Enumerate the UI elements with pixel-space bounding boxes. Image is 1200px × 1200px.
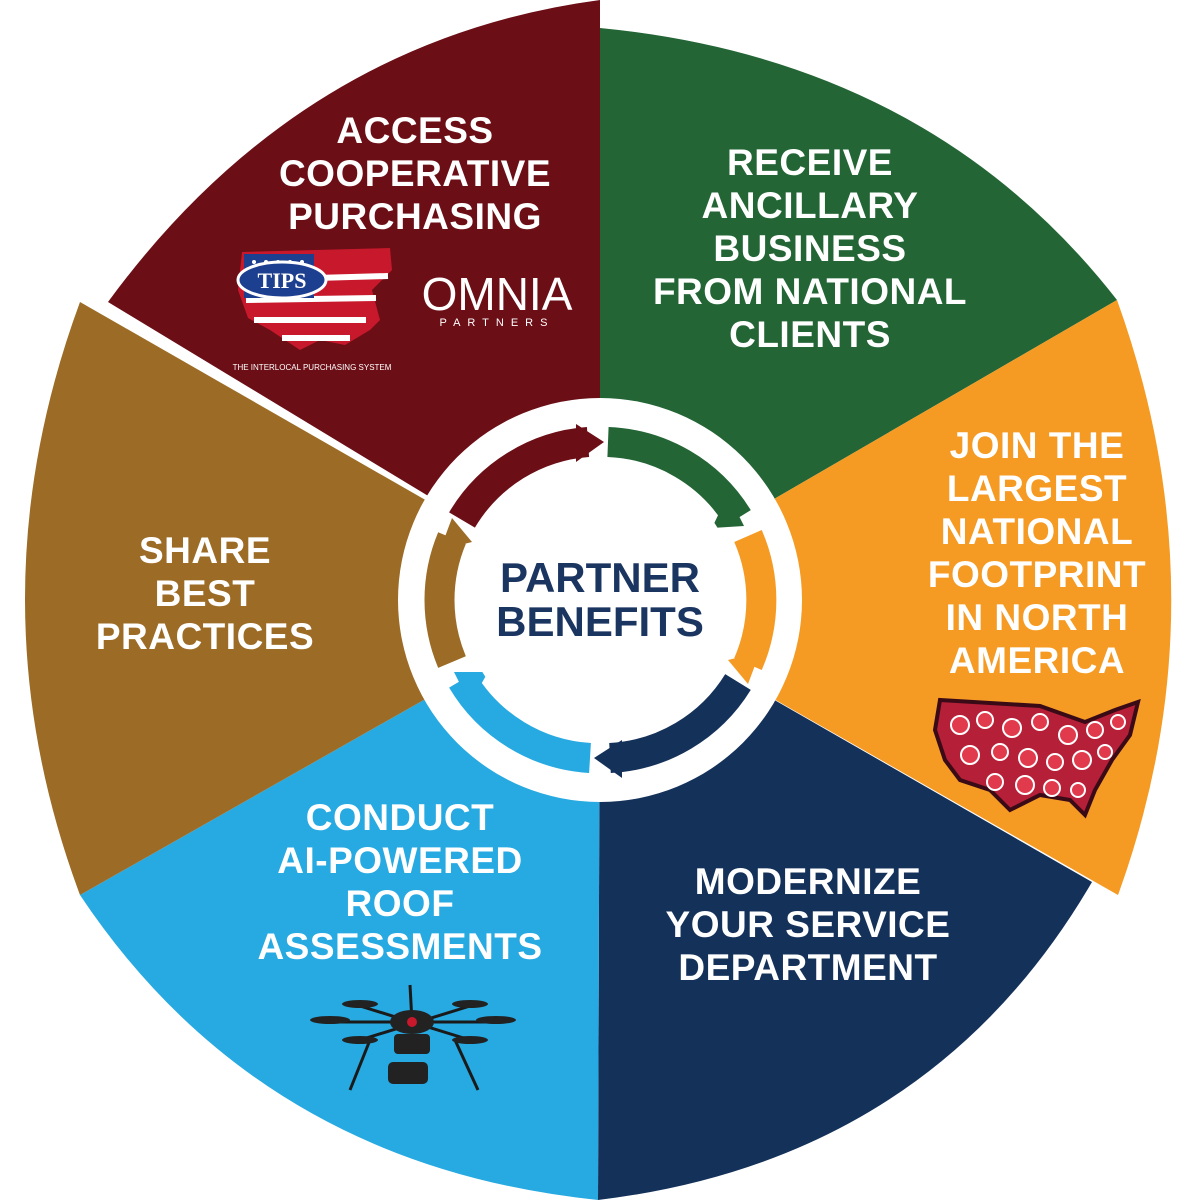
- arrow-modernize: [608, 673, 751, 773]
- label-ancillary-line-5: CLIENTS: [729, 314, 891, 355]
- label-roof-line-1: CONDUCT: [306, 797, 494, 838]
- arrow-footprint: [734, 530, 777, 670]
- label-cooperative-line-3: PURCHASING: [288, 196, 542, 237]
- center-title-line2: BENEFITS: [496, 598, 704, 645]
- label-footprint-line-5: IN NORTH: [946, 597, 1129, 638]
- usa-map-pins-icon: [932, 697, 1141, 819]
- arrow-heads: [440, 424, 760, 778]
- label-cooperative-line-2: COOPERATIVE: [279, 153, 551, 194]
- tips-logo: TIPS THE INTERLOCAL PURCHASING SYSTEM: [233, 248, 392, 372]
- label-modernize-line-3: DEPARTMENT: [678, 947, 937, 988]
- label-roof-line-3: ROOF: [346, 883, 455, 924]
- hub-inner-circle: [462, 462, 738, 738]
- segment-practices[interactable]: [25, 302, 600, 895]
- label-footprint-line-1: JOIN THE: [950, 425, 1125, 466]
- label-ancillary-line-3: BUSINESS: [713, 228, 906, 269]
- tips-badge: [236, 260, 328, 300]
- omnia-logo-text: OMNIA: [422, 268, 573, 320]
- label-modernize-line-1: MODERNIZE: [695, 861, 922, 902]
- label-ancillary-line-1: RECEIVE: [727, 142, 893, 183]
- label-footprint-line-2: LARGEST: [947, 468, 1127, 509]
- label-footprint-line-6: AMERICA: [949, 640, 1125, 681]
- arrow-cooperative: [449, 427, 590, 528]
- label-roof-line-2: AI-POWERED: [277, 840, 523, 881]
- label-roof-line-4: ASSESSMENTS: [257, 926, 542, 967]
- label-footprint-line-3: NATIONAL: [941, 511, 1133, 552]
- label-cooperative-line-1: ACCESS: [336, 110, 493, 151]
- arrow-practices: [424, 532, 466, 668]
- tips-caption: THE INTERLOCAL PURCHASING SYSTEM: [233, 363, 392, 372]
- label-practices-line-1: SHARE: [139, 530, 271, 571]
- label-practices-line-2: BEST: [155, 573, 256, 614]
- label-ancillary-line-2: ANCILLARY: [702, 185, 919, 226]
- label-footprint-line-4: FOOTPRINT: [928, 554, 1146, 595]
- center-title-line1: PARTNER: [500, 554, 700, 601]
- tips-logo-text: TIPS: [258, 268, 307, 293]
- center-hub: PARTNER BENEFITS: [398, 398, 802, 802]
- label-modernize-line-2: YOUR SERVICE: [666, 904, 951, 945]
- omnia-logo-subtext: PARTNERS: [440, 317, 555, 329]
- omnia-logo: OMNIA PARTNERS: [422, 268, 573, 329]
- label-ancillary-line-4: FROM NATIONAL: [653, 271, 967, 312]
- label-practices-line-3: PRACTICES: [96, 616, 314, 657]
- map-pins: [950, 711, 1126, 798]
- drone-icon: [310, 984, 516, 1091]
